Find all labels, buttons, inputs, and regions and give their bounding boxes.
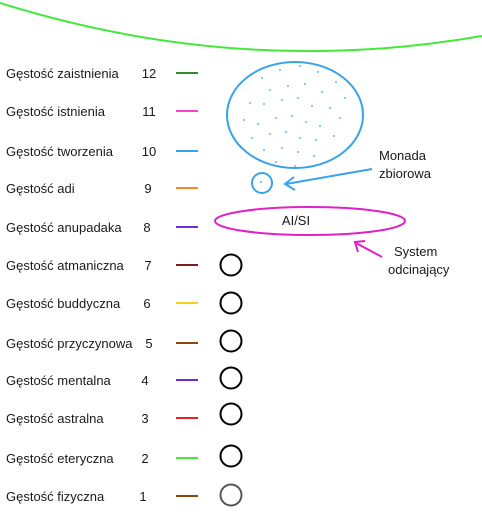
monada-dot bbox=[275, 117, 277, 119]
monada-dot bbox=[249, 102, 251, 104]
monada-dot bbox=[251, 137, 253, 139]
being-circles bbox=[219, 253, 243, 507]
density-label: Gęstość eteryczna bbox=[6, 451, 114, 466]
monada-dot bbox=[299, 137, 301, 139]
monada-dot bbox=[281, 147, 283, 149]
density-label: Gęstość fizyczna bbox=[6, 489, 105, 504]
density-label: Gęstość adi bbox=[6, 181, 75, 196]
being-circle bbox=[219, 444, 243, 468]
monada-dot bbox=[275, 161, 277, 163]
being-circle bbox=[219, 253, 243, 277]
monada-dot bbox=[305, 121, 307, 123]
being-circle bbox=[219, 366, 243, 390]
monada-dot bbox=[344, 97, 346, 99]
system-arrow bbox=[353, 240, 383, 258]
density-label: Gęstość istnienia bbox=[6, 104, 106, 119]
density-number: 4 bbox=[141, 373, 148, 388]
monada-label-line1: Monada bbox=[379, 148, 427, 163]
density-number: 12 bbox=[142, 66, 156, 81]
monada-dot bbox=[315, 139, 317, 141]
density-label: Gęstość astralna bbox=[6, 411, 104, 426]
density-number: 3 bbox=[141, 411, 148, 426]
monada-dots bbox=[243, 65, 346, 167]
density-number: 1 bbox=[139, 489, 146, 504]
monada-dot bbox=[263, 149, 265, 151]
monada-dot bbox=[333, 135, 335, 137]
monada-dot bbox=[269, 89, 271, 91]
monada-dot bbox=[299, 65, 301, 67]
monada-circle bbox=[226, 61, 364, 169]
monada-arrow bbox=[283, 168, 373, 191]
monada-dot bbox=[304, 83, 306, 85]
aisi-label: AI/SI bbox=[282, 213, 310, 228]
density-label: Gęstość przyczynowa bbox=[6, 336, 133, 351]
density-number: 5 bbox=[145, 336, 152, 351]
monada-dot bbox=[319, 125, 321, 127]
monada-dot bbox=[313, 155, 315, 157]
density-number: 10 bbox=[142, 144, 156, 159]
being-circle bbox=[219, 291, 243, 315]
small-monada-dot bbox=[260, 181, 262, 183]
aisi-ellipse bbox=[214, 206, 406, 236]
density-number: 6 bbox=[143, 296, 150, 311]
density-label: Gęstość tworzenia bbox=[6, 144, 114, 159]
density-number: 8 bbox=[143, 220, 150, 235]
density-label: Gęstość anupadaka bbox=[6, 220, 122, 235]
monada-dot bbox=[279, 69, 281, 71]
system-label-line1: System bbox=[394, 244, 437, 259]
monada-dot bbox=[321, 91, 323, 93]
monada-dot bbox=[297, 97, 299, 99]
top-arc bbox=[0, 2, 482, 53]
monada-label-line2: zbiorowa bbox=[379, 166, 432, 181]
density-label: Gęstość mentalna bbox=[6, 373, 112, 388]
monada-dot bbox=[243, 119, 245, 121]
density-label: Gęstość zaistnienia bbox=[6, 66, 119, 81]
being-circle bbox=[219, 483, 243, 507]
monada-dot bbox=[335, 81, 337, 83]
monada-dot bbox=[261, 77, 263, 79]
monada-dot bbox=[297, 151, 299, 153]
being-circle bbox=[219, 329, 243, 353]
monada-dot bbox=[294, 165, 296, 167]
monada-dot bbox=[329, 107, 331, 109]
monada-dot bbox=[263, 103, 265, 105]
small-monada-circle bbox=[251, 172, 273, 194]
monada-dot bbox=[257, 123, 259, 125]
monada-dot bbox=[291, 115, 293, 117]
monada-dot bbox=[339, 117, 341, 119]
density-label: Gęstość atmaniczna bbox=[6, 258, 125, 273]
monada-dot bbox=[317, 71, 319, 73]
density-label: Gęstość buddyczna bbox=[6, 296, 121, 311]
monada-dot bbox=[269, 133, 271, 135]
monada-dot bbox=[287, 85, 289, 87]
density-number: 11 bbox=[142, 104, 156, 119]
density-number: 2 bbox=[141, 451, 148, 466]
density-number: 7 bbox=[144, 258, 151, 273]
density-number: 9 bbox=[144, 181, 151, 196]
monada-dot bbox=[311, 105, 313, 107]
system-label-line2: odcinający bbox=[388, 262, 450, 277]
being-circle bbox=[219, 402, 243, 426]
monada-dot bbox=[281, 99, 283, 101]
monada-dot bbox=[285, 131, 287, 133]
